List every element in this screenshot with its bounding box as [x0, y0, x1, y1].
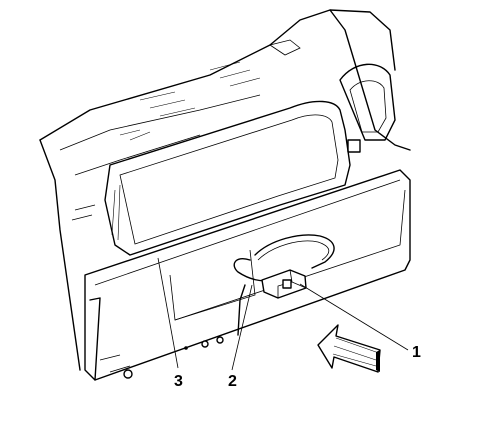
direction-arrow-icon	[317, 324, 381, 373]
callout-2: 2	[228, 373, 237, 390]
leader-lines	[157, 257, 409, 371]
vehicle-body	[39, 9, 396, 371]
callout-labels: 1 2 3	[174, 344, 421, 390]
callout-1: 1	[412, 344, 421, 361]
callout-3: 3	[174, 373, 183, 390]
rear-window-glass	[104, 100, 351, 256]
connector	[261, 269, 307, 299]
rear-pillar	[329, 9, 411, 153]
